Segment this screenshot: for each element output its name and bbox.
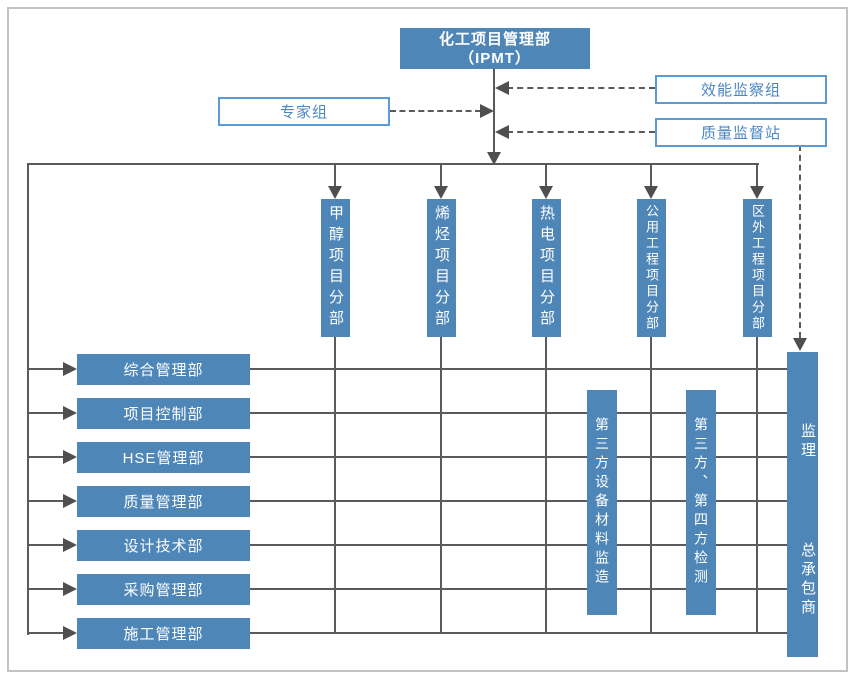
- left-rail-line: [27, 163, 29, 635]
- quality-to-supervisor-dashed-line: [799, 145, 801, 338]
- division-label: 公用工程项目分部: [644, 204, 659, 332]
- division-arrowhead-icon: [644, 186, 658, 199]
- division-stem: [440, 337, 442, 634]
- dept-arrowhead-icon: [63, 494, 77, 508]
- dept-arrowhead-icon: [63, 626, 77, 640]
- dept-arrowhead-icon: [63, 406, 77, 420]
- supervisor-arrowhead-icon: [793, 338, 807, 351]
- third-fourth-party-testing-box: 第三方、第四方检测: [686, 390, 716, 615]
- third-fourth-party-testing-label: 第三方、第四方检测: [693, 417, 709, 588]
- quality-dashed-line: [507, 131, 655, 133]
- spine-arrowhead-icon: [487, 152, 501, 165]
- division-box-olefin: 烯烃项目分部: [427, 199, 456, 337]
- division-stem: [334, 337, 336, 634]
- dept-box-project-control: 项目控制部: [77, 398, 250, 429]
- dept-box-design-tech: 设计技术部: [77, 530, 250, 561]
- dept-row-line: [250, 544, 787, 546]
- quality-station-label: 质量监督站: [700, 125, 781, 142]
- dept-row-line: [250, 588, 787, 590]
- top-rail-line: [27, 163, 759, 165]
- dept-label: 项目控制部: [123, 406, 204, 423]
- efficiency-group-box: 效能监察组: [655, 75, 827, 104]
- division-arrowhead-icon: [434, 186, 448, 199]
- division-box-thermal: 热电项目分部: [532, 199, 561, 337]
- dept-arrow-stem: [28, 588, 63, 590]
- efficiency-group-label: 效能监察组: [700, 82, 781, 99]
- quality-arrowhead-icon: [495, 125, 509, 139]
- division-stub: [756, 165, 758, 187]
- expert-dashed-line: [390, 110, 481, 112]
- division-stem: [650, 337, 652, 634]
- dept-label: 质量管理部: [123, 494, 204, 511]
- division-box-outside-area: 区外工程项目分部: [743, 199, 772, 337]
- dept-row-line: [250, 632, 787, 634]
- dept-arrow-stem: [28, 544, 63, 546]
- division-label: 甲醇项目分部: [327, 205, 344, 331]
- dept-label: 综合管理部: [123, 362, 204, 379]
- dept-arrow-stem: [28, 456, 63, 458]
- dept-row-line: [250, 456, 787, 458]
- division-stem: [756, 337, 758, 634]
- supervisor-contractor-box: 监理 总承包商: [787, 352, 818, 657]
- dept-row-line: [250, 368, 787, 370]
- dept-box-construction: 施工管理部: [77, 618, 250, 649]
- expert-group-box: 专家组: [218, 97, 390, 126]
- dept-arrowhead-icon: [63, 538, 77, 552]
- dept-arrowhead-icon: [63, 450, 77, 464]
- division-stub: [334, 165, 336, 187]
- equipment-supervision-box: 第三方设备材料监造: [587, 390, 617, 615]
- division-label: 区外工程项目分部: [750, 204, 765, 332]
- dept-label: 施工管理部: [123, 626, 204, 643]
- dept-arrowhead-icon: [63, 582, 77, 596]
- division-box-methanol: 甲醇项目分部: [321, 199, 350, 337]
- efficiency-arrowhead-icon: [495, 81, 509, 95]
- division-label: 热电项目分部: [538, 205, 555, 331]
- dept-arrowhead-icon: [63, 362, 77, 376]
- outer-frame: [7, 7, 848, 672]
- dept-label: 设计技术部: [123, 538, 204, 555]
- dept-box-hse: HSE管理部: [77, 442, 250, 473]
- dept-label: HSE管理部: [122, 450, 205, 467]
- dept-box-quality: 质量管理部: [77, 486, 250, 517]
- division-arrowhead-icon: [539, 186, 553, 199]
- expert-arrowhead-icon: [480, 104, 494, 118]
- division-stub: [650, 165, 652, 187]
- dept-arrow-stem: [28, 632, 63, 634]
- dept-label: 采购管理部: [123, 582, 204, 599]
- division-stem: [545, 337, 547, 634]
- expert-group-label: 专家组: [279, 104, 328, 121]
- division-arrowhead-icon: [750, 186, 764, 199]
- ipmt-title-line1: 化工项目管理部: [438, 30, 551, 48]
- dept-arrow-stem: [28, 412, 63, 414]
- division-arrowhead-icon: [328, 186, 342, 199]
- ipmt-box: 化工项目管理部 （IPMT）: [400, 28, 590, 69]
- division-stub: [545, 165, 547, 187]
- dept-arrow-stem: [28, 368, 63, 370]
- division-stub: [440, 165, 442, 187]
- dept-row-line: [250, 412, 787, 414]
- dept-box-general-admin: 综合管理部: [77, 354, 250, 385]
- efficiency-dashed-line: [507, 87, 655, 89]
- ipmt-title-line2: （IPMT）: [459, 49, 531, 67]
- quality-station-box: 质量监督站: [655, 118, 827, 147]
- dept-box-procurement: 采购管理部: [77, 574, 250, 605]
- general-contractor-label: 总承包商: [799, 542, 816, 618]
- division-box-utilities: 公用工程项目分部: [637, 199, 666, 337]
- division-label: 烯烃项目分部: [433, 205, 450, 331]
- spine-line: [493, 68, 495, 154]
- equipment-supervision-label: 第三方设备材料监造: [594, 417, 610, 588]
- dept-row-line: [250, 500, 787, 502]
- supervisor-label: 监理: [799, 423, 816, 461]
- dept-arrow-stem: [28, 500, 63, 502]
